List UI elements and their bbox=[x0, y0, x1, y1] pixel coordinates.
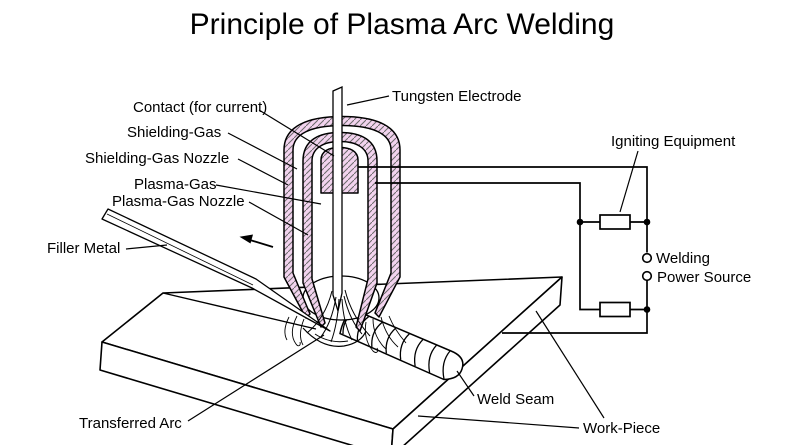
label-filler-metal: Filler Metal bbox=[47, 240, 120, 257]
label-welding: Welding bbox=[656, 250, 710, 267]
weld-bead-outline bbox=[339, 308, 464, 381]
leader-igniting-equipment bbox=[619, 150, 639, 213]
joint-line bbox=[162, 292, 317, 330]
travel-direction-arrow bbox=[239, 234, 274, 248]
label-work-piece: Work-Piece bbox=[583, 420, 660, 437]
work-piece-front-face bbox=[99, 341, 394, 445]
weld-pool-rim bbox=[302, 327, 367, 347]
work-piece-shape bbox=[99, 276, 563, 445]
leader-shielding-gas-nozzle bbox=[237, 158, 289, 186]
plasma-gas-nozzle-shape bbox=[302, 131, 378, 332]
label-tungsten-electrode: Tungsten Electrode bbox=[392, 88, 522, 105]
label-igniting-equipment: Igniting Equipment bbox=[611, 133, 736, 150]
label-plasma-gas-nozzle: Plasma-Gas Nozzle bbox=[112, 193, 245, 210]
leader-work-piece-right bbox=[535, 310, 605, 419]
label-shielding-gas: Shielding-Gas bbox=[127, 124, 221, 141]
label-transferred-arc: Transferred Arc bbox=[79, 415, 182, 432]
label-contact: Contact (for current) bbox=[133, 99, 267, 116]
leader-transferred-arc bbox=[187, 334, 325, 422]
ballast-resistor bbox=[599, 301, 631, 318]
wire-nozzle bbox=[375, 182, 600, 311]
filler-metal-rod bbox=[101, 208, 331, 332]
leader-tungsten-electrode bbox=[346, 95, 390, 106]
label-weld-seam: Weld Seam bbox=[477, 391, 554, 408]
shielding-gas-nozzle-shape bbox=[283, 115, 401, 319]
leader-plasma-gas bbox=[215, 184, 322, 205]
leader-weld-seam bbox=[456, 370, 475, 397]
page-title: Principle of Plasma Arc Welding bbox=[190, 8, 615, 41]
igniting-equipment-resistor bbox=[599, 214, 631, 230]
label-plasma-gas: Plasma-Gas bbox=[134, 176, 217, 193]
arc-bell-left bbox=[306, 290, 333, 334]
circuit bbox=[358, 166, 653, 334]
leader-filler-metal bbox=[125, 244, 168, 250]
gas-flow-left bbox=[284, 315, 305, 347]
arc-and-gas-flow bbox=[284, 289, 407, 353]
label-shielding-gas-nozzle: Shielding-Gas Nozzle bbox=[85, 150, 229, 167]
gas-flow-right bbox=[364, 315, 407, 353]
leader-work-piece-front bbox=[417, 415, 580, 429]
power-terminal-circle bbox=[641, 270, 653, 282]
tungsten-electrode-rod bbox=[332, 85, 343, 314]
arc-bell-right bbox=[344, 289, 371, 337]
leader-lines bbox=[125, 95, 639, 429]
junction-dots bbox=[576, 218, 651, 313]
welding-terminal-circle bbox=[641, 252, 653, 264]
label-power-source: Power Source bbox=[657, 269, 751, 286]
leader-plasma-gas-nozzle bbox=[248, 201, 309, 236]
leader-contact bbox=[258, 109, 335, 157]
leader-shielding-gas bbox=[227, 132, 298, 170]
